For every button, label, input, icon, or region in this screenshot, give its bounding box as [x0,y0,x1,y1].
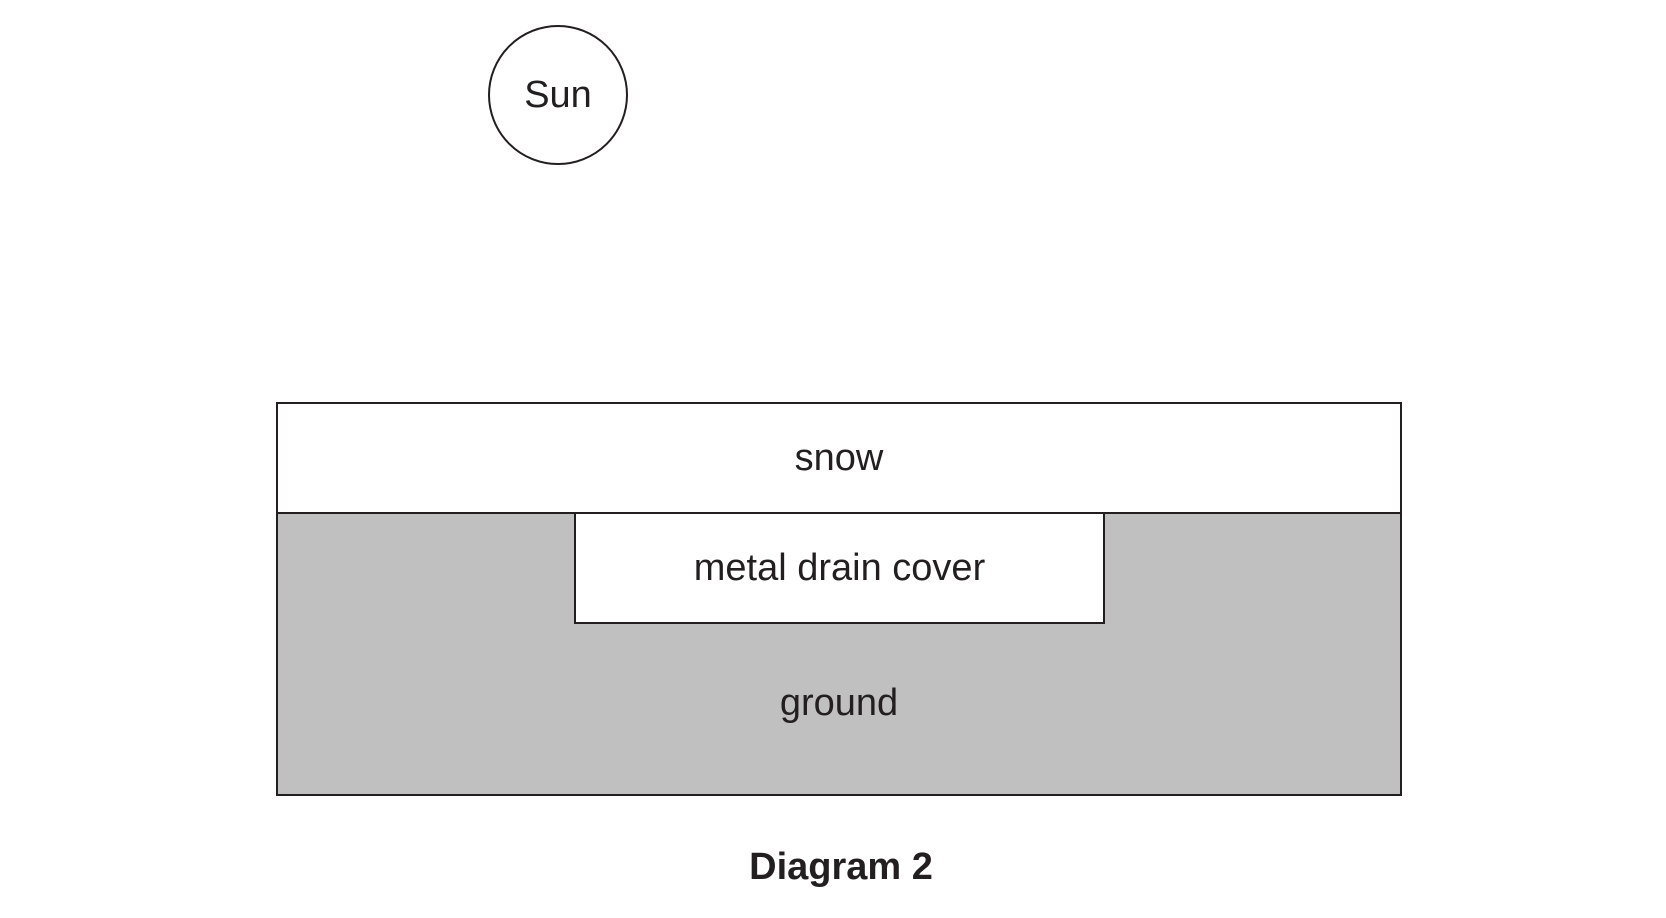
ground-cross-section: snow metal drain cover ground [276,402,1402,796]
metal-drain-cover: metal drain cover [574,512,1105,624]
diagram-caption: Diagram 2 [749,846,933,888]
ground-label: ground [779,682,899,724]
drain-cover-label: metal drain cover [693,546,986,589]
sun-circle: Sun [488,25,628,165]
snow-layer: snow [278,404,1400,514]
sun-label: Sun [524,73,592,116]
snow-label: snow [794,436,884,479]
